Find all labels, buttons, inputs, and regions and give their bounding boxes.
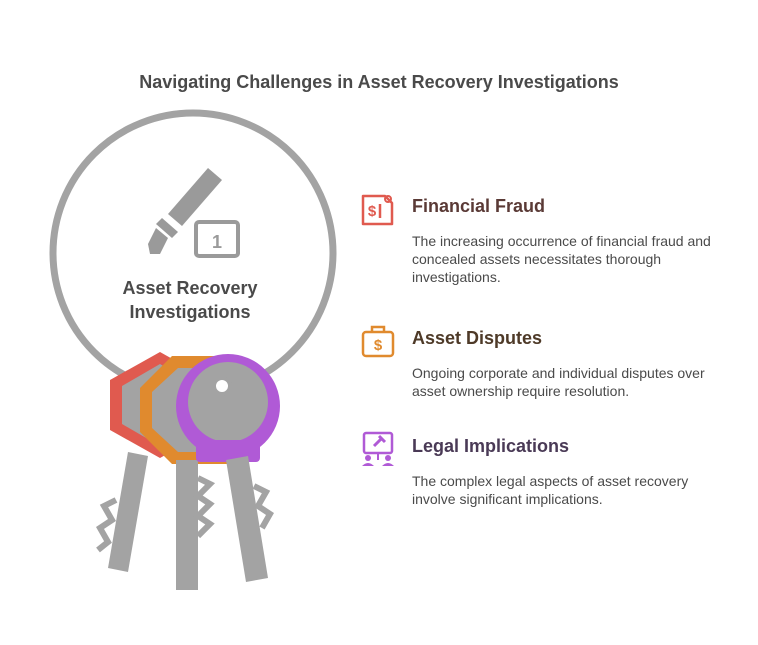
keyring-illustration: 1 xyxy=(49,109,337,590)
item-heading: Financial Fraud xyxy=(412,196,546,216)
key-purple xyxy=(176,354,280,582)
item-description: The increasing occurrence of financial f… xyxy=(412,233,711,285)
key-ring xyxy=(49,109,337,397)
item-heading: Legal Implications xyxy=(412,436,570,456)
svg-text:1: 1 xyxy=(212,232,222,252)
center-label-line1: Asset Recovery xyxy=(122,278,258,298)
svg-text:$: $ xyxy=(374,337,383,354)
item-description: The complex legal aspects of asset recov… xyxy=(412,473,689,507)
center-label-line2: Investigations xyxy=(129,302,251,322)
page-title: Navigating Challenges in Asset Recovery … xyxy=(139,72,619,92)
center-label: Asset Recovery Investigations xyxy=(88,276,292,324)
gavel-people-icon xyxy=(362,431,394,466)
svg-text:$: $ xyxy=(368,203,377,220)
fraud-document-icon: $ xyxy=(361,194,394,226)
gavel-icon: 1 xyxy=(148,168,240,258)
item-description: Ongoing corporate and individual dispute… xyxy=(412,365,705,399)
item-heading: Asset Disputes xyxy=(412,328,543,348)
briefcase-dollar-icon: $ xyxy=(361,325,395,358)
